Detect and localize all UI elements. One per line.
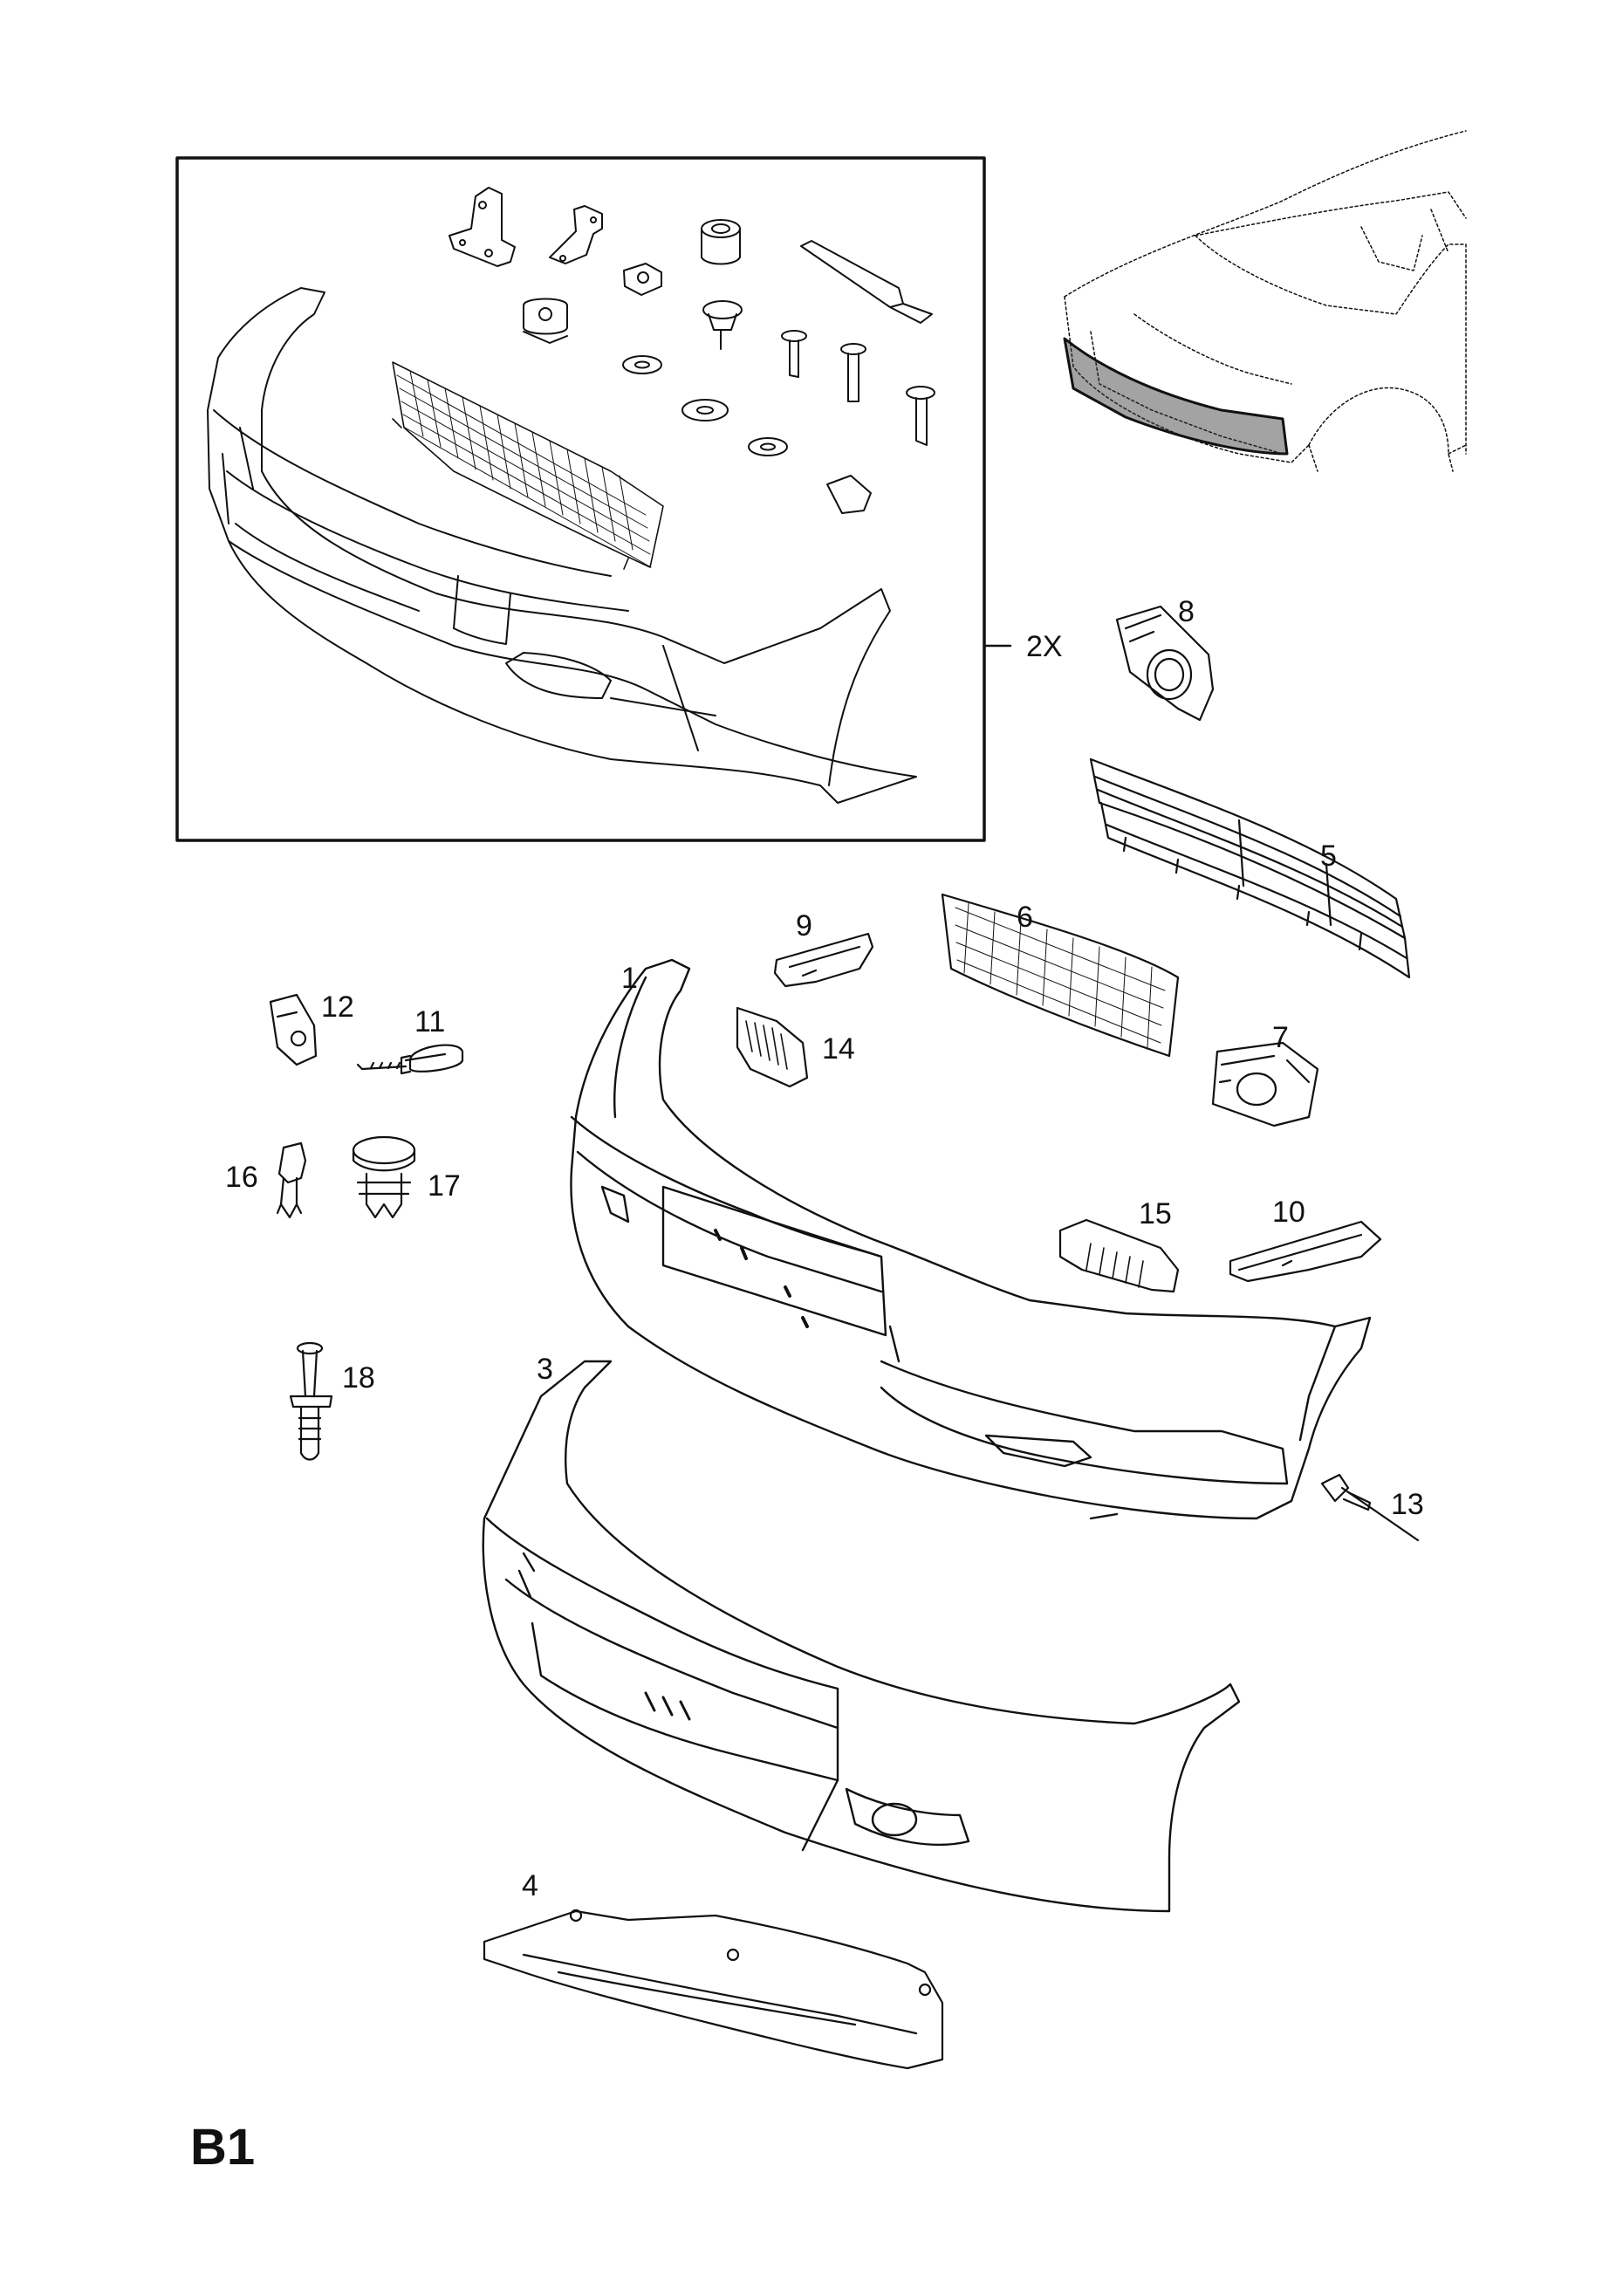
plastic-clip — [352, 1135, 416, 1219]
callout-4: 4 — [522, 1869, 538, 1902]
callout-12: 12 — [321, 990, 354, 1024]
kit-frame — [175, 156, 986, 842]
callout-1: 1 — [621, 962, 638, 995]
callout-7: 7 — [1272, 1021, 1289, 1054]
callout-6: 6 — [1017, 901, 1033, 934]
kit-mesh-grille — [392, 361, 664, 570]
callout-5: 5 — [1320, 840, 1337, 873]
callout-11: 11 — [414, 1005, 445, 1038]
callout-8: 8 — [1178, 595, 1195, 628]
bumper-bracket-left — [773, 932, 874, 988]
bumper-kit-inset — [175, 156, 986, 842]
callout-15: 15 — [1139, 1197, 1172, 1230]
mesh-grille — [941, 893, 1180, 1058]
expanding-rivet — [289, 1341, 333, 1461]
car-locator-drawing — [1064, 130, 1467, 472]
lower-grille — [1089, 757, 1411, 979]
callout-16: 16 — [225, 1161, 258, 1194]
callout-3: 3 — [537, 1353, 553, 1386]
kit-quantity-label: 2X — [1026, 630, 1063, 663]
callout-17: 17 — [428, 1169, 461, 1203]
callout-13: 13 — [1391, 1488, 1424, 1521]
bumper-guide-right — [1058, 1218, 1180, 1293]
push-pin — [276, 1141, 307, 1219]
callout-14: 14 — [822, 1032, 855, 1066]
screw — [356, 1044, 464, 1075]
kit-bumper-drawing — [207, 287, 917, 804]
front-bumper-cover — [482, 1360, 1241, 1913]
rivet — [1320, 1473, 1420, 1542]
callout-9: 9 — [796, 909, 812, 942]
kit-hardware — [449, 187, 935, 514]
fog-lamp-cover — [1211, 1041, 1319, 1127]
callout-10: 10 — [1272, 1196, 1305, 1229]
page-code: B1 — [190, 2119, 255, 2176]
front-bumper-main — [570, 958, 1372, 1520]
car-front-bumper-highlight — [1063, 337, 1289, 456]
callout-18: 18 — [342, 1361, 375, 1395]
underbody-shield — [483, 1909, 944, 2070]
clip-nut — [269, 993, 318, 1066]
fog-lamp-cover-upper — [1115, 605, 1215, 722]
bumper-bracket-right — [1229, 1220, 1382, 1283]
bumper-guide-left — [736, 1006, 809, 1088]
